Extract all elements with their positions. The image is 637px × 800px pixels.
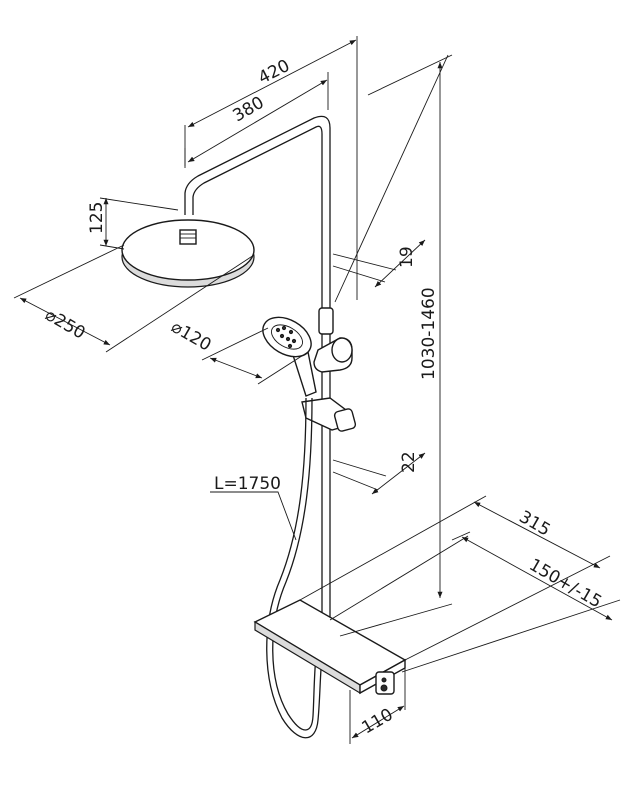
- dim-110: 110: [359, 705, 397, 739]
- dimension-lines: [13, 36, 621, 744]
- dim-head-diameter: ⌀250: [42, 305, 89, 344]
- rain-shower-head: [121, 219, 255, 288]
- upper-holder: [313, 337, 353, 373]
- dim-mount-distance: 150+/-15: [526, 555, 605, 612]
- shower-hose: [266, 397, 323, 739]
- dim-22: 22: [399, 451, 419, 473]
- dim-420: 420: [255, 56, 293, 89]
- dim-125: 125: [87, 202, 107, 234]
- dim-hand-diameter: ⌀120: [168, 317, 215, 356]
- dim-19: 19: [397, 246, 417, 268]
- slider-holder: [301, 397, 357, 432]
- dim-hose-length: L=1750: [214, 474, 281, 494]
- thermostatic-shelf: [253, 599, 407, 695]
- hand-shower: [262, 316, 317, 397]
- dim-380: 380: [230, 93, 268, 127]
- dim-315: 315: [516, 507, 554, 541]
- dim-height-range: 1030-1460: [419, 287, 439, 380]
